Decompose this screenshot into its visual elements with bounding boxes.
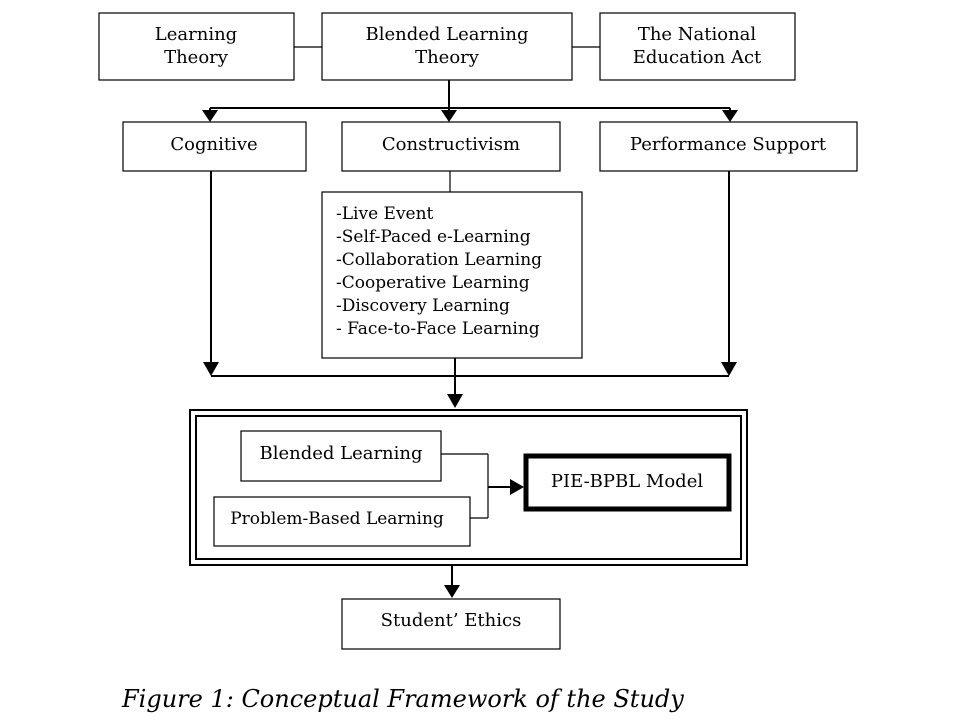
national-education-act-node: The National Education Act <box>599 12 796 81</box>
cognitive-label: Cognitive <box>170 134 257 155</box>
model-panel: Blended Learning Problem-Based Learning … <box>189 409 748 566</box>
blended-learning-theory-node: Blended Learning Theory <box>321 12 573 81</box>
national-education-act-label-line2: Education Act <box>633 47 762 68</box>
list-item-discovery: -Discovery Learning <box>336 296 510 316</box>
arrow-to-performance-support <box>722 110 738 122</box>
pie-bpbl-model-node: PIE-BPBL Model <box>523 453 732 512</box>
learning-theory-node: Learning Theory <box>98 12 295 81</box>
problem-based-learning-node: Problem-Based Learning <box>213 496 471 547</box>
list-item-self-paced: -Self-Paced e-Learning <box>336 227 531 247</box>
arrow-to-outcome <box>444 585 460 598</box>
student-ethics-node: Student’ Ethics <box>341 598 561 650</box>
arrow-from-performance-support <box>721 362 737 376</box>
constructivism-label: Constructivism <box>382 134 520 155</box>
cognitive-node: Cognitive <box>122 121 307 172</box>
constructivism-list-node: -Live Event -Self-Paced e-Learning -Coll… <box>321 191 583 359</box>
student-ethics-label: Student’ Ethics <box>381 610 522 631</box>
arrow-to-cognitive <box>202 110 218 122</box>
figure-caption: Figure 1: Conceptual Framework of the St… <box>121 685 684 713</box>
list-item-collaboration: -Collaboration Learning <box>336 250 542 270</box>
performance-support-label: Performance Support <box>630 134 827 155</box>
performance-support-node: Performance Support <box>599 121 858 172</box>
blended-learning-label: Blended Learning <box>259 443 422 464</box>
list-item-face-to-face: - Face-to-Face Learning <box>336 319 540 339</box>
learning-theory-label-line1: Learning <box>155 24 237 45</box>
arrow-to-constructivism <box>441 110 457 122</box>
list-item-cooperative: -Cooperative Learning <box>336 273 530 293</box>
pie-bpbl-model-label: PIE-BPBL Model <box>551 471 703 492</box>
blended-learning-node: Blended Learning <box>240 430 442 482</box>
problem-based-learning-label: Problem-Based Learning <box>230 509 444 529</box>
national-education-act-label-line1: The National <box>638 24 757 45</box>
branch-connector <box>202 80 738 122</box>
arrow-to-model-panel <box>447 394 463 408</box>
panel-connectors <box>441 453 524 519</box>
blended-learning-theory-label-line1: Blended Learning <box>365 24 528 45</box>
learning-theory-label-line2: Theory <box>164 47 229 68</box>
arrow-from-cognitive <box>203 362 219 376</box>
list-item-live-event: -Live Event <box>336 204 434 224</box>
arrow-to-model <box>510 479 524 495</box>
constructivism-node: Constructivism <box>341 121 561 172</box>
blended-learning-theory-label-line2: Theory <box>415 47 480 68</box>
converge-connector <box>203 171 737 408</box>
